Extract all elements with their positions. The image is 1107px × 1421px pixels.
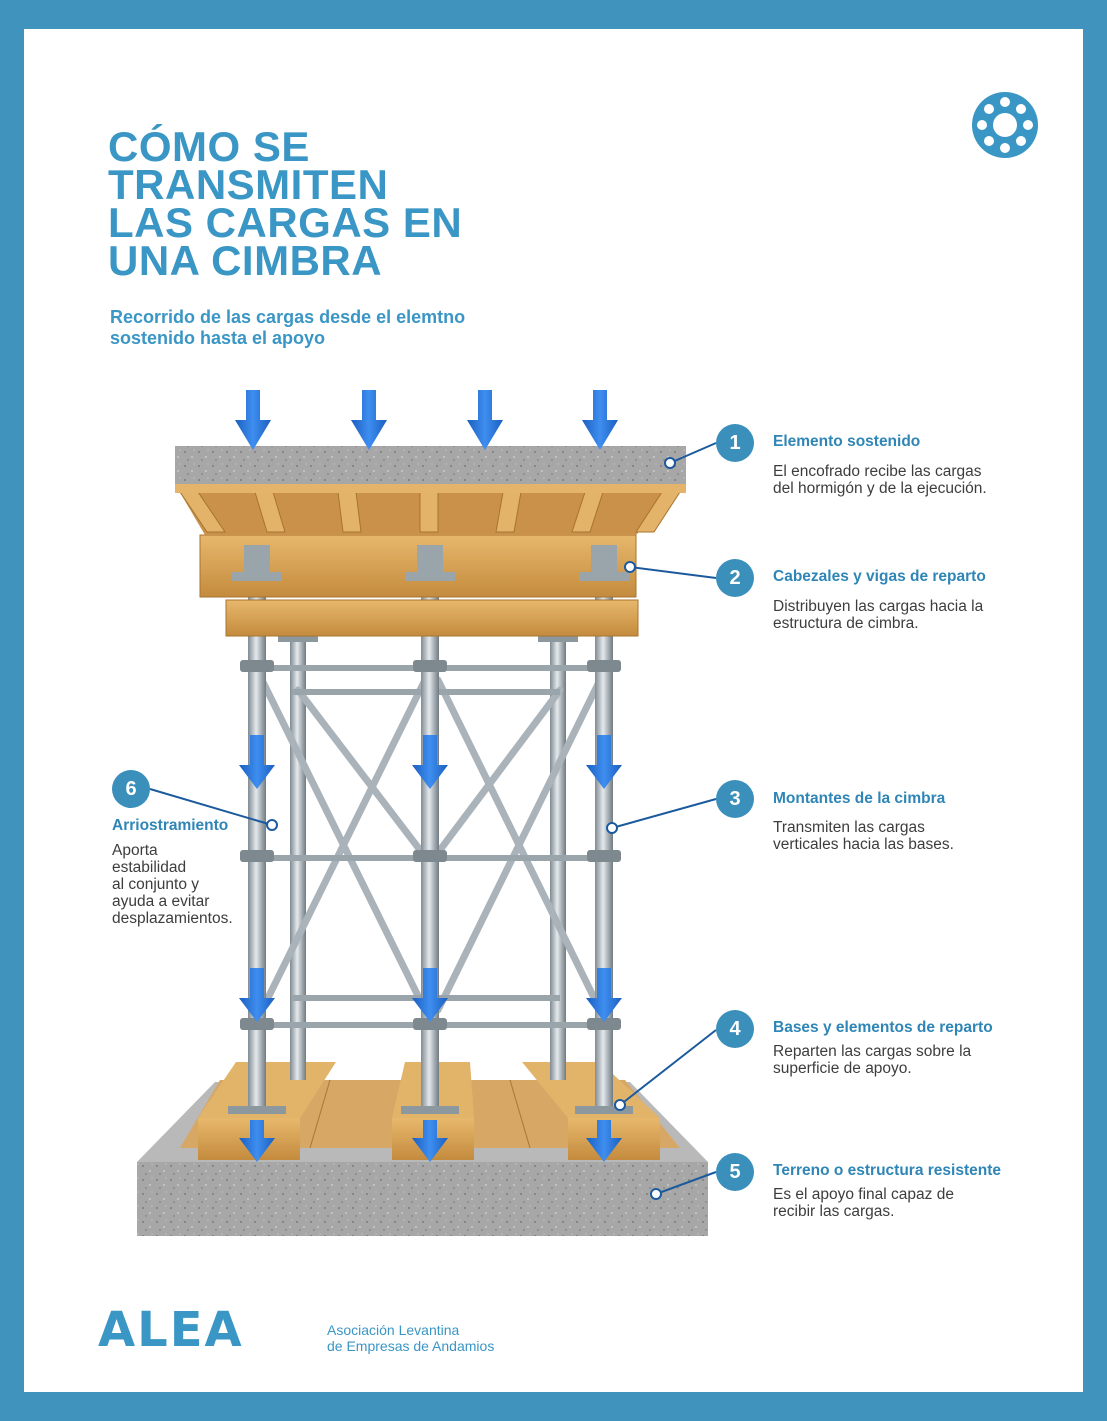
title-line: TRANSMITEN (108, 161, 389, 208)
formwork-assembly (175, 446, 686, 637)
label-title-5: Terreno o estructura resistente (773, 1162, 1001, 1179)
desc-line: estructura de cimbra. (773, 615, 919, 632)
title-line: UNA CIMBRA (108, 237, 383, 284)
desc-line: El encofrado recibe las cargas (773, 463, 982, 480)
leader-lines (149, 442, 717, 1200)
desc-line: desplazamientos. (112, 910, 233, 927)
badge-1: 1 (716, 424, 754, 462)
page-title: CÓMO SE TRANSMITEN LAS CARGAS EN UNA CIM… (108, 123, 628, 284)
desc-line: Aporta (112, 842, 158, 859)
load-arrow-icon (239, 1120, 275, 1162)
label-desc-4: Reparten las cargas sobre la superficie … (773, 1043, 971, 1077)
desc-line: Transmiten las cargas (773, 819, 925, 836)
badge-6: 6 (112, 770, 150, 808)
brand-logo: ALEA (98, 1302, 244, 1358)
brand-subtitle-line: Asociación Levantina (327, 1322, 460, 1338)
label-desc-5: Es el apoyo final capaz de recibir las c… (773, 1186, 954, 1220)
label-title-2: Cabezales y vigas de reparto (773, 568, 986, 585)
title-line: CÓMO SE (108, 123, 310, 170)
desc-line: ayuda a evitar (112, 893, 210, 910)
label-title-4: Bases y elementos de reparto (773, 1019, 993, 1036)
load-arrow-icon (412, 1120, 448, 1162)
diagonal-braces (258, 676, 604, 1014)
badge-4: 4 (716, 1010, 754, 1048)
brand-subtitle-line: de Empresas de Andamios (327, 1338, 495, 1354)
subtitle-line: sostenido hasta el apoyo (110, 328, 326, 348)
load-arrow-icon (467, 390, 503, 450)
desc-line: superficie de apoyo. (773, 1060, 912, 1077)
ring-logo-icon (972, 92, 1038, 158)
badge-3: 3 (716, 780, 754, 818)
label-title-3: Montantes de la cimbra (773, 790, 946, 807)
label-desc-1: El encofrado recibe las cargas del hormi… (773, 463, 987, 497)
load-arrow-icon (586, 1120, 622, 1162)
load-arrow-icon (351, 390, 387, 450)
label-title-1: Elemento sostenido (773, 433, 921, 450)
load-arrow-icon (586, 968, 622, 1022)
desc-line: Es el apoyo final capaz de (773, 1186, 954, 1203)
label-desc-2: Distribuyen las cargas hacia la estructu… (773, 598, 983, 632)
title-line: LAS CARGAS EN (108, 199, 463, 246)
label-title-6: Arriostramiento (112, 817, 229, 834)
desc-line: estabilidad (112, 859, 187, 876)
badge-5: 5 (716, 1153, 754, 1191)
load-arrows (235, 390, 622, 1162)
load-arrow-icon (582, 390, 618, 450)
load-arrow-icon (239, 968, 275, 1022)
desc-line: verticales hacia las bases. (773, 836, 954, 853)
brand-subtitle: Asociación Levantina de Empresas de Anda… (327, 1322, 494, 1354)
desc-line: recibir las cargas. (773, 1203, 895, 1220)
load-arrow-icon (586, 735, 622, 789)
load-arrow-icon (412, 968, 448, 1022)
load-arrow-icon (239, 735, 275, 789)
desc-line: del hormigón y de la ejecución. (773, 480, 987, 497)
label-desc-3: Transmiten las cargas verticales hacia l… (773, 819, 954, 853)
badge-2: 2 (716, 559, 754, 597)
load-arrow-icon (412, 735, 448, 789)
load-arrow-icon (235, 390, 271, 450)
front-props (228, 580, 633, 1114)
desc-line: al conjunto y (112, 876, 200, 893)
label-desc-6: Aporta estabilidad al conjunto y ayuda a… (112, 842, 233, 927)
subtitle-line: Recorrido de las cargas desde el elemtno (110, 307, 466, 327)
page-subtitle: Recorrido de las cargas desde el elemtno… (110, 307, 550, 349)
desc-line: Distribuyen las cargas hacia la (773, 598, 984, 615)
desc-line: Reparten las cargas sobre la (773, 1043, 972, 1060)
